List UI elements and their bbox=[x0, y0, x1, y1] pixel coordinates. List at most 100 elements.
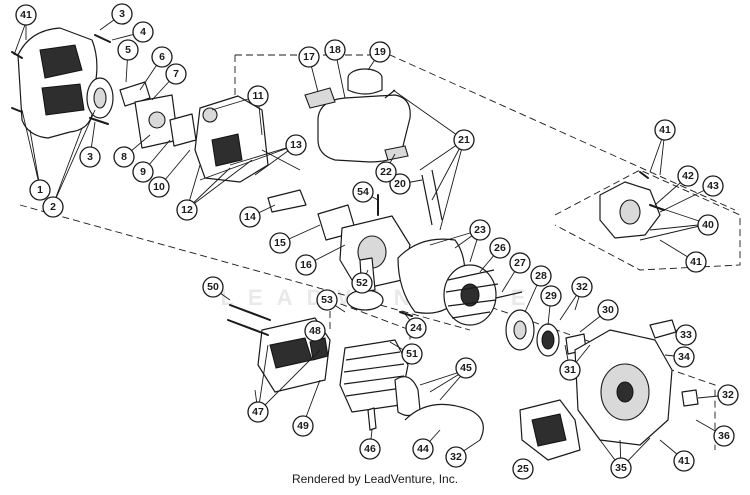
callout-18: 18 bbox=[324, 39, 346, 61]
callout-10: 10 bbox=[148, 176, 170, 198]
svg-text:31: 31 bbox=[564, 364, 576, 376]
svg-text:8: 8 bbox=[121, 151, 127, 163]
svg-text:27: 27 bbox=[514, 257, 526, 269]
callout-49: 49 bbox=[292, 415, 314, 437]
svg-text:54: 54 bbox=[357, 186, 369, 198]
svg-text:3: 3 bbox=[87, 151, 93, 163]
callout-26: 26 bbox=[489, 237, 511, 259]
svg-text:11: 11 bbox=[252, 90, 263, 102]
callout-32c: 32 bbox=[445, 446, 467, 468]
svg-text:35: 35 bbox=[615, 462, 627, 474]
callout-28: 28 bbox=[530, 265, 552, 287]
callout-34: 34 bbox=[673, 346, 695, 368]
callout-33: 33 bbox=[675, 324, 697, 346]
svg-text:53: 53 bbox=[321, 294, 333, 306]
callout-14: 14 bbox=[239, 206, 261, 228]
callout-42: 42 bbox=[677, 165, 699, 187]
air-box bbox=[194, 95, 301, 183]
svg-text:28: 28 bbox=[535, 270, 547, 282]
fuel-tank bbox=[304, 68, 411, 163]
svg-text:46: 46 bbox=[364, 443, 376, 455]
callout-6: 6 bbox=[151, 46, 173, 68]
callout-7: 7 bbox=[165, 63, 187, 85]
flywheel bbox=[397, 238, 523, 326]
svg-text:41: 41 bbox=[20, 9, 32, 21]
callout-17: 17 bbox=[298, 46, 320, 68]
crankcase bbox=[267, 189, 411, 291]
callout-22: 22 bbox=[375, 161, 397, 183]
starter-housing bbox=[574, 319, 699, 446]
callout-47: 47 bbox=[247, 401, 269, 423]
svg-text:47: 47 bbox=[252, 406, 264, 418]
callout-29: 29 bbox=[540, 285, 562, 307]
credit-line: Rendered by LeadVenture, Inc. bbox=[291, 472, 459, 486]
callout-46: 46 bbox=[359, 438, 381, 460]
svg-text:18: 18 bbox=[329, 44, 341, 56]
svg-text:21: 21 bbox=[458, 134, 470, 146]
callout-30: 30 bbox=[597, 299, 619, 321]
svg-text:50: 50 bbox=[207, 281, 219, 293]
callout-13: 13 bbox=[285, 134, 307, 156]
callout-27: 27 bbox=[509, 252, 531, 274]
svg-text:48: 48 bbox=[309, 325, 321, 337]
callout-19: 19 bbox=[369, 41, 391, 63]
svg-text:2: 2 bbox=[50, 201, 56, 213]
clutch bbox=[505, 309, 587, 357]
callout-labels: 41 1 2 3 4 5 6 7 3 8 9 10 11 12 13 14 15… bbox=[15, 3, 739, 480]
svg-text:9: 9 bbox=[140, 166, 146, 178]
callout-15: 15 bbox=[269, 232, 291, 254]
svg-text:36: 36 bbox=[718, 430, 730, 442]
svg-text:16: 16 bbox=[300, 259, 312, 271]
callout-48: 48 bbox=[304, 320, 326, 342]
callout-54: 54 bbox=[352, 181, 374, 203]
callout-40: 40 bbox=[697, 214, 719, 236]
svg-text:30: 30 bbox=[602, 304, 614, 316]
svg-text:32: 32 bbox=[576, 281, 588, 293]
svg-text:20: 20 bbox=[394, 178, 406, 190]
right-cover bbox=[599, 171, 665, 239]
svg-text:34: 34 bbox=[678, 351, 690, 363]
callout-45: 45 bbox=[455, 357, 477, 379]
callout-53: 53 bbox=[316, 289, 338, 311]
svg-text:32: 32 bbox=[722, 389, 734, 401]
svg-text:10: 10 bbox=[153, 181, 165, 193]
callout-23: 23 bbox=[469, 219, 491, 241]
callout-5: 5 bbox=[117, 39, 139, 61]
svg-text:1: 1 bbox=[37, 184, 43, 196]
svg-text:29: 29 bbox=[545, 290, 557, 302]
svg-text:14: 14 bbox=[244, 211, 256, 223]
svg-text:44: 44 bbox=[417, 443, 429, 455]
callout-16: 16 bbox=[295, 254, 317, 276]
fuel-lines bbox=[384, 89, 443, 226]
svg-text:41: 41 bbox=[678, 455, 690, 467]
svg-text:32: 32 bbox=[450, 451, 462, 463]
callout-41b: 41 bbox=[673, 450, 695, 472]
callout-3: 3 bbox=[111, 3, 133, 25]
callout-21: 21 bbox=[453, 129, 475, 151]
svg-text:40: 40 bbox=[702, 219, 714, 231]
svg-text:6: 6 bbox=[159, 51, 165, 63]
svg-text:42: 42 bbox=[682, 170, 694, 182]
callout-41d: 41 bbox=[685, 251, 707, 273]
callout-43: 43 bbox=[702, 175, 724, 197]
callout-2: 2 bbox=[42, 196, 64, 218]
svg-text:51: 51 bbox=[406, 348, 418, 360]
svg-text:4: 4 bbox=[140, 26, 146, 38]
callout-52: 52 bbox=[351, 272, 373, 294]
svg-text:17: 17 bbox=[303, 51, 315, 63]
svg-text:15: 15 bbox=[274, 237, 286, 249]
svg-text:22: 22 bbox=[380, 166, 392, 178]
callout-24: 24 bbox=[405, 317, 427, 339]
cylinder-muffler bbox=[227, 257, 484, 441]
svg-text:41: 41 bbox=[659, 124, 671, 136]
callout-8: 8 bbox=[113, 146, 135, 168]
callout-1: 1 bbox=[29, 179, 51, 201]
shroud bbox=[519, 399, 581, 461]
svg-text:43: 43 bbox=[707, 180, 719, 192]
callout-3b: 3 bbox=[79, 146, 101, 168]
callout-9: 9 bbox=[132, 161, 154, 183]
svg-text:7: 7 bbox=[173, 68, 179, 80]
callout-20: 20 bbox=[389, 173, 411, 195]
